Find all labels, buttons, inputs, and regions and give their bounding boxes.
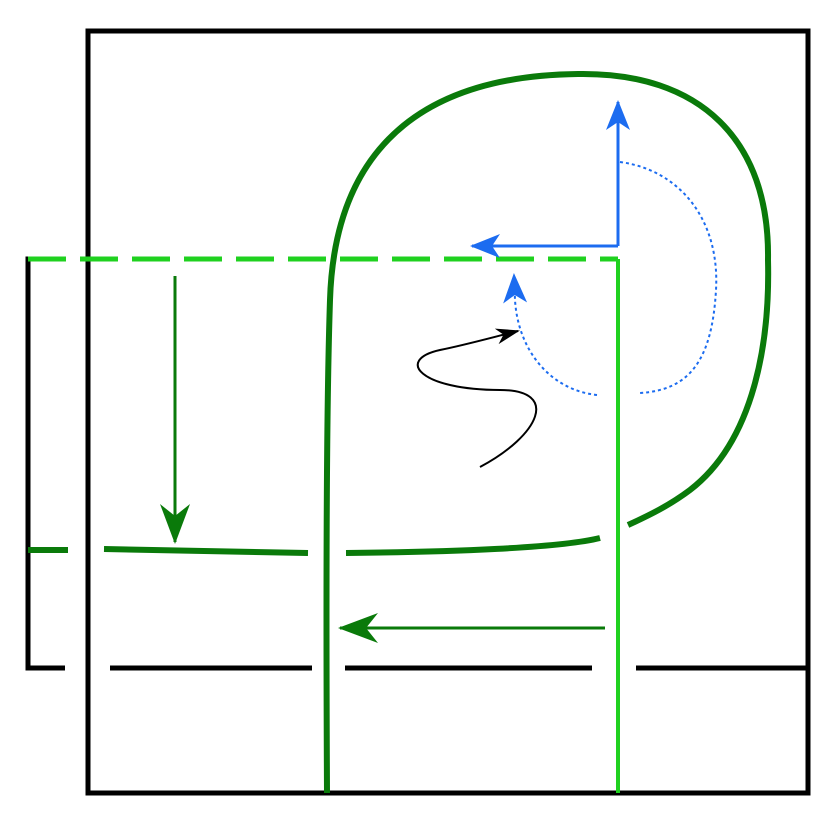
blue-rotation-axes <box>470 100 630 258</box>
dark-green-horizontal-strand <box>28 535 601 556</box>
dark-green-loop-strand <box>323 70 772 794</box>
back-bracket <box>25 256 808 671</box>
blue-dotted-arc <box>503 161 718 396</box>
outer-square <box>85 28 811 796</box>
black-squiggle-arrow <box>416 328 538 468</box>
